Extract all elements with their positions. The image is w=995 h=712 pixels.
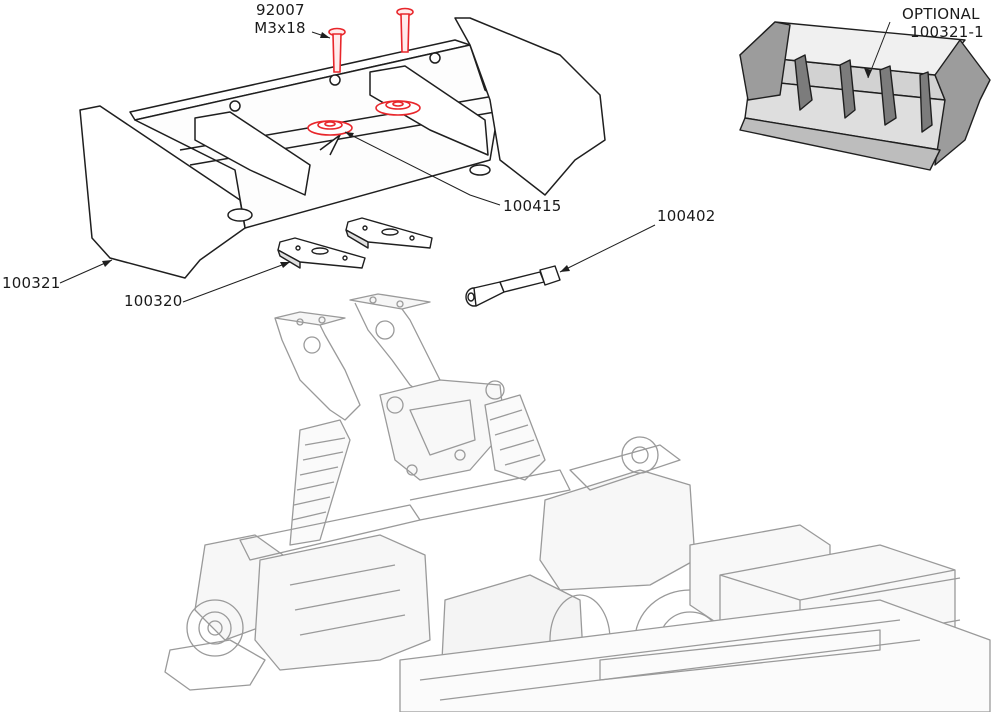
chassis-icon (164, 293, 991, 712)
pin-part-number: 100402 (657, 207, 716, 225)
pin-icon (465, 265, 561, 307)
optional-part-number: 100321-1 (910, 23, 984, 41)
cup-washer-icon (307, 100, 421, 136)
optional-label: OPTIONAL (902, 5, 980, 23)
wing-part-number: 100321 (2, 274, 61, 292)
wing-icon (79, 17, 606, 279)
screw-icon (328, 7, 414, 73)
leader-lines (59, 21, 891, 303)
wing-mount-icon (277, 217, 433, 269)
screw-part-number: 92007 (256, 1, 305, 19)
wing-mount-part-number: 100320 (124, 292, 183, 310)
cup-washer-part-number: 100415 (503, 197, 562, 215)
screw-size-label: M3x18 (254, 19, 306, 37)
optional-wing-icon (739, 21, 991, 171)
leader-arrowheads (102, 32, 872, 272)
